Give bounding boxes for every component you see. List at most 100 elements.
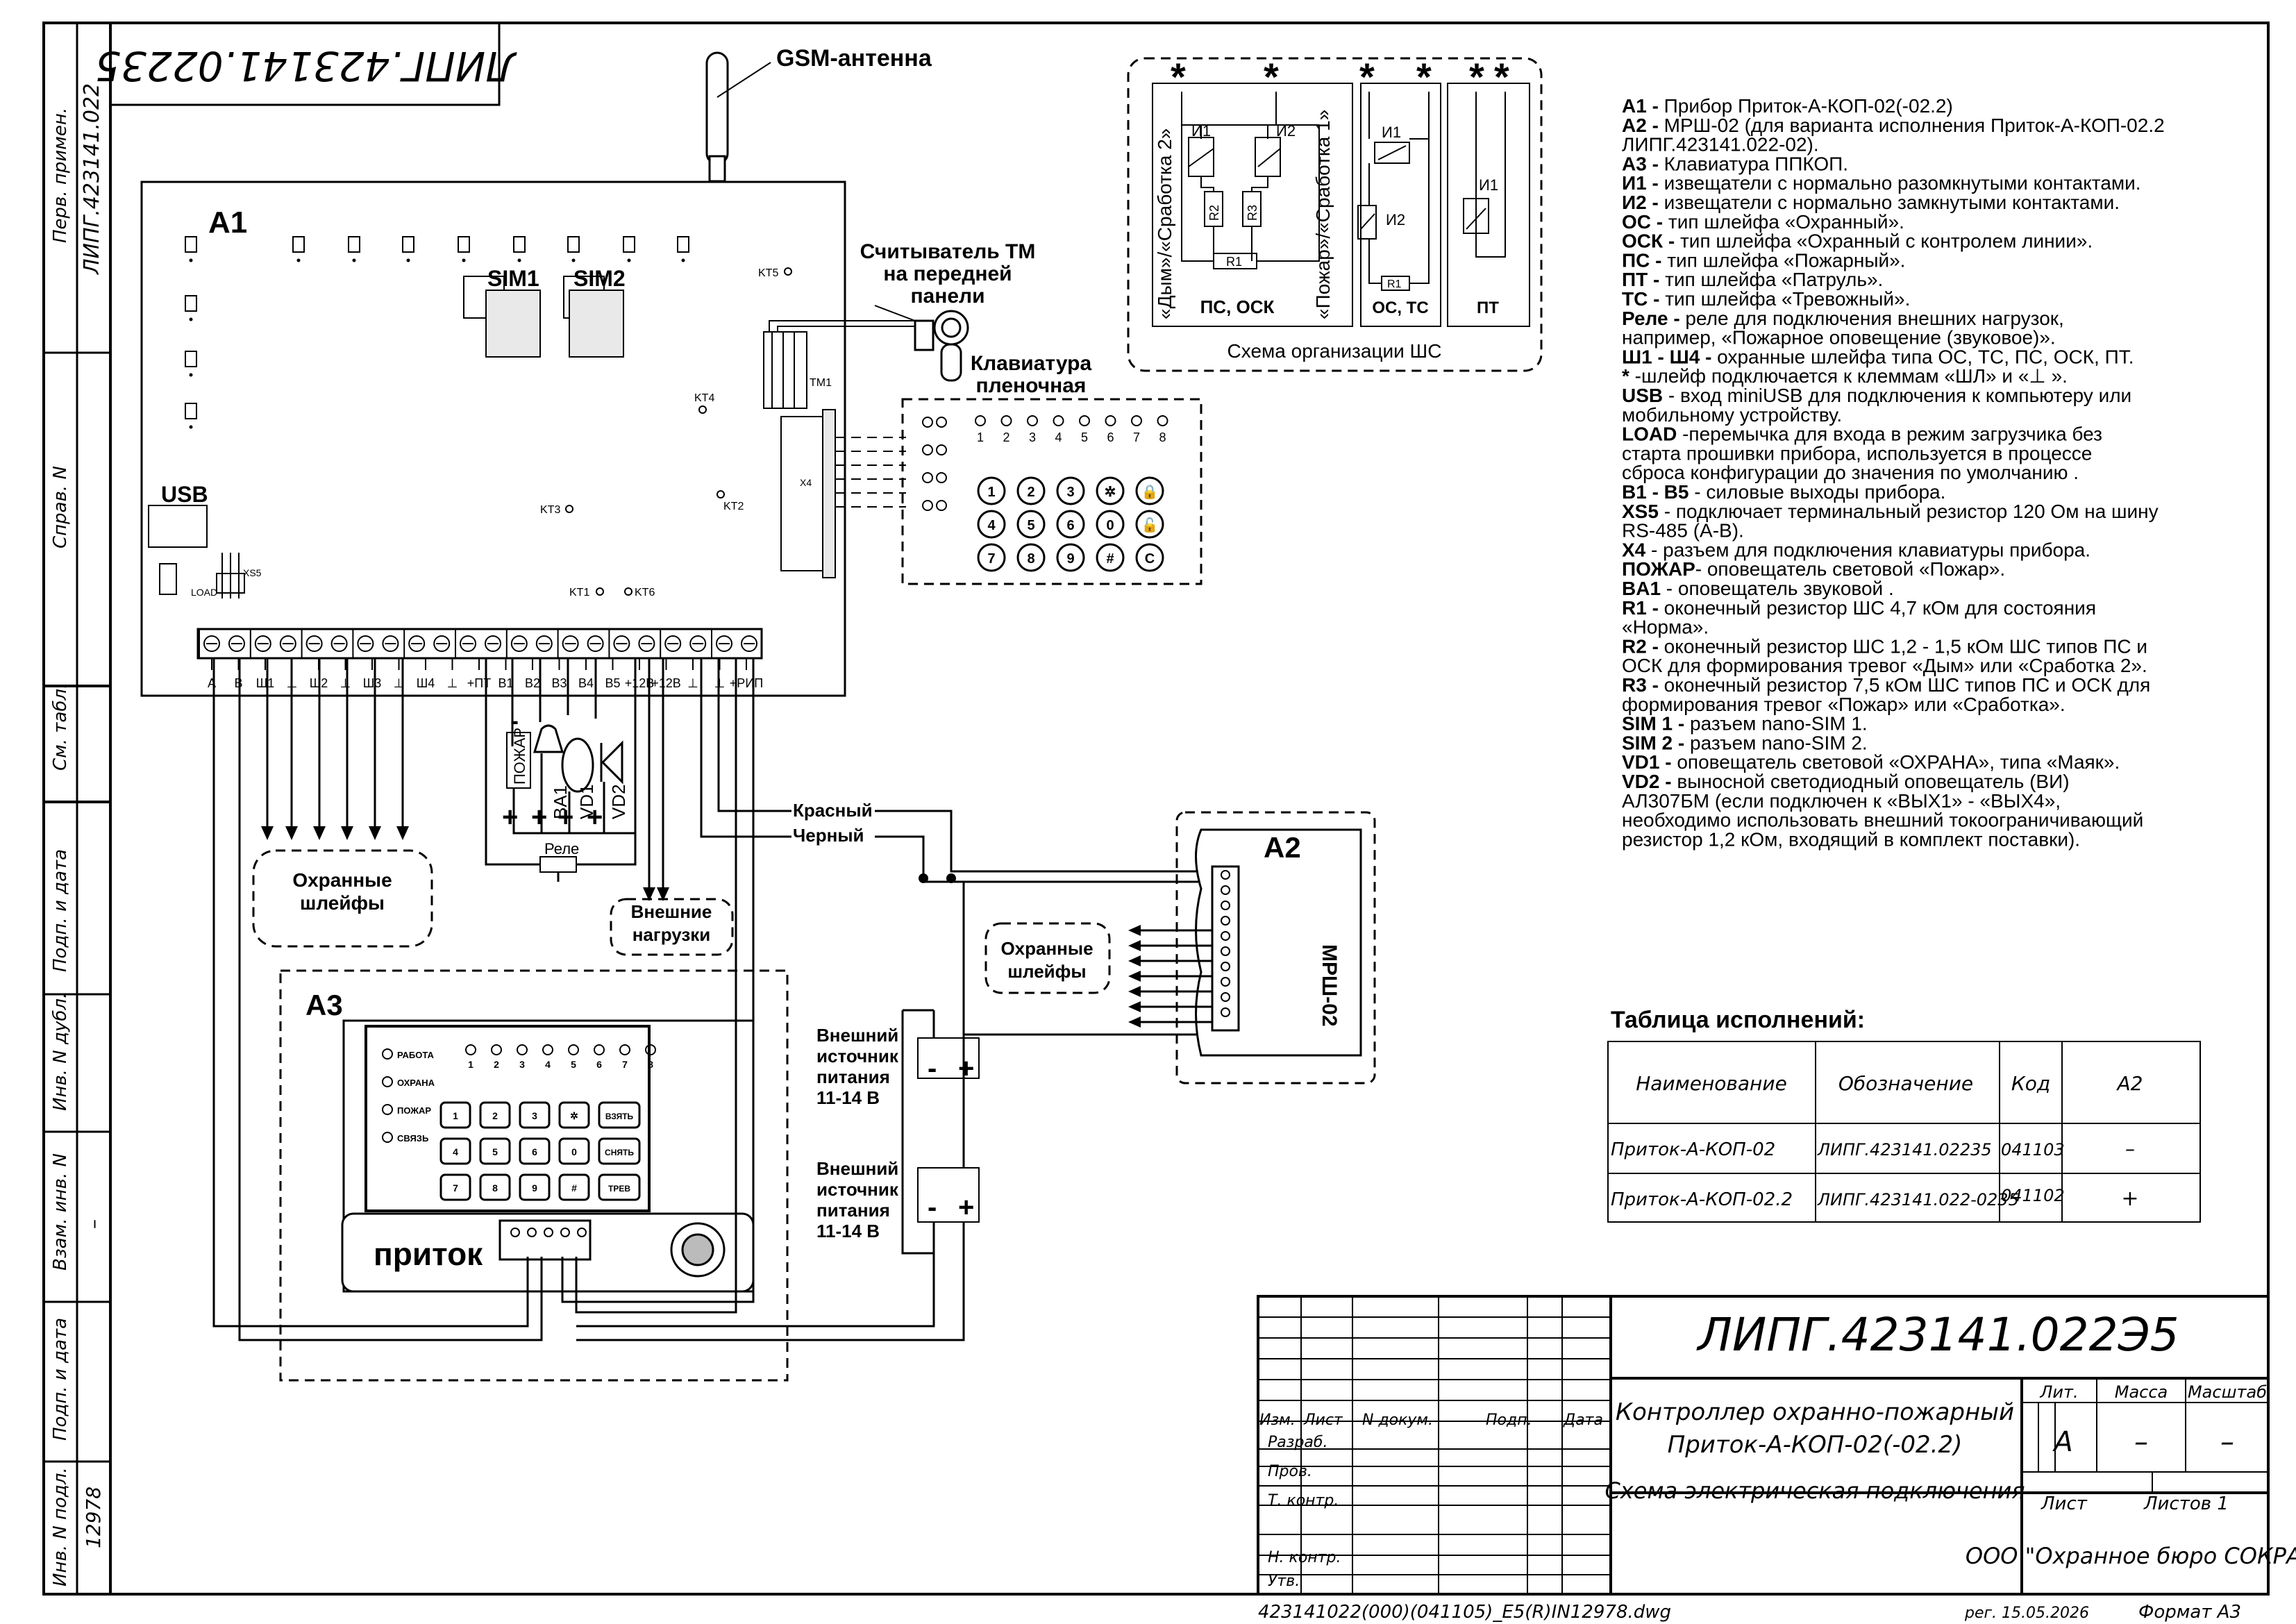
film-key-10 [1135, 510, 1164, 539]
a3-terminal-5 [577, 1228, 587, 1237]
drawing-frame [42, 22, 2270, 1596]
a1-label: A1 [208, 206, 247, 240]
svg-text:источник: источник [816, 1179, 899, 1200]
film-key-label-11: 7 [987, 551, 995, 567]
a3-zone-led-3 [517, 1044, 528, 1055]
a3-key-label-14: # [571, 1182, 577, 1194]
xs5-label: XS5 [243, 567, 262, 578]
title-lit-value: А [2052, 1426, 2072, 1458]
kt5-label: KT5 [758, 267, 778, 279]
loop-arrowhead-5 [369, 826, 381, 840]
legend-value-12: реле для подключения внешних нагрузок, [1680, 308, 2064, 329]
title-mass-value: – [2134, 1426, 2148, 1458]
title-sheet-label: Лист [2041, 1493, 2088, 1514]
legend-key-29: R2 - [1622, 635, 1659, 657]
legend-value-4: Клавиатура ППКОП. [1659, 153, 1848, 174]
legend-value-9: тип шлейфа «Пожарный». [1661, 249, 1905, 271]
legend-key-22: XS5 [1622, 501, 1659, 522]
film-key-label-2: 2 [1027, 485, 1034, 500]
legend-value-8: тип шлейфа «Охранный с контролем линии». [1675, 231, 2093, 252]
a3-key-label-5: ВЗЯТЬ [605, 1112, 634, 1121]
loops-left-box [252, 849, 433, 948]
legend-key-10: ПТ - [1622, 269, 1659, 290]
legend-line-29: R2 - оконечный резистор ШС 1,2 - 1,5 кОм… [1622, 635, 2147, 657]
legend-key-31: R3 - [1622, 674, 1659, 696]
plus-ba1: + [531, 802, 547, 832]
vd1-label: VD1 [576, 784, 597, 819]
terminal-label-9: Ш4 [417, 676, 435, 690]
film-key-4 [1096, 476, 1125, 505]
status-led-dot-5 [462, 258, 466, 262]
title-lit-head: Лит. [2039, 1382, 2078, 1402]
load-jumper [159, 563, 177, 595]
legend-key-35: VD1 - [1622, 751, 1672, 773]
tm1-connector: TM1 [763, 331, 832, 409]
xs5-jumper [216, 553, 245, 598]
status-led-11 [185, 351, 197, 367]
status-led-8 [623, 236, 635, 253]
terminal-label-7: Ш3 [363, 676, 382, 690]
x4-connector: X4 [780, 409, 836, 578]
loop-vert-left: «Дым»/«Сработка 2» [1154, 128, 1175, 319]
film-keypad-zone-num-6: 6 [1107, 430, 1114, 444]
legend-value-2: МРШ-02 (для варианта исполнения Приток-А… [1659, 115, 2165, 136]
side-field-designation: ЛИПГ.423141.022 [80, 83, 104, 275]
a2-loop-arrowhead-3 [1128, 955, 1141, 966]
legend-key-5: И1 - [1622, 172, 1659, 194]
status-led-dot-9 [681, 258, 685, 262]
a2-terminal-8 [1221, 977, 1230, 987]
legend-line-5: И1 - извещатели с нормально разомкнутыми… [1622, 172, 2141, 194]
a3-zone-num-5: 5 [571, 1059, 576, 1070]
ps-r1-label: R1 [1226, 255, 1242, 269]
a3-zone-num-4: 4 [545, 1059, 551, 1070]
psu1-box [917, 1037, 980, 1079]
film-key-6 [977, 510, 1006, 539]
status-led-6 [513, 236, 526, 253]
kt3-label: KT3 [540, 504, 560, 516]
a3-zone-led-7 [619, 1044, 630, 1055]
variant1-a2: – [2125, 1137, 2135, 1160]
led-vd2-icon [601, 740, 623, 785]
terminal-label-11: +ПТ [467, 676, 491, 690]
legend-key-4: A3 - [1622, 153, 1659, 174]
variants-head-a2: A2 [2116, 1072, 2143, 1095]
a3-key-1 [439, 1101, 471, 1129]
kt4-label: KT4 [694, 392, 714, 404]
a3-key-6 [439, 1137, 471, 1165]
film-key-label-12: 8 [1027, 551, 1034, 567]
terminal-label-8: ⊥ [394, 676, 405, 690]
loops-right-line1: Охранные [1000, 938, 1093, 959]
title-designation: ЛИПГ.423141.022Э5 [1696, 1308, 2179, 1362]
legend-value-24: - разъем для подключения клавиатуры приб… [1645, 539, 2090, 560]
a2-terminal-5 [1221, 931, 1230, 941]
film-key-label-3: 3 [1066, 485, 1074, 500]
film-keypad-zone-num-1: 1 [977, 430, 984, 444]
footer-file: 423141022(000)(041105)_E5(R)IN12978.dwg [1258, 1602, 1671, 1623]
legend-value-10: тип шлейфа «Патруль». [1659, 269, 1883, 290]
a3-key-label-4: ✲ [570, 1110, 578, 1121]
legend-value-33: разъем nano-SIM 1. [1684, 713, 1867, 735]
side-field-inv-dubl: Инв. N дубл. [50, 993, 71, 1111]
a2-terminal-2 [1221, 885, 1230, 895]
svg-text:Внешний: Внешний [816, 1158, 898, 1179]
terminal-label-3: Ш1 [256, 676, 275, 690]
film-key-9 [1096, 510, 1125, 539]
status-led-7 [567, 236, 580, 253]
a3-key-10 [598, 1137, 641, 1165]
keypad-title-line2: пленочная [976, 374, 1087, 397]
legend-line-34: SIM 2 - разъем nano-SIM 2. [1622, 732, 1868, 753]
power-icon [936, 417, 947, 428]
legend-value-27: оконечный резистор ШС 4,7 кОм для состоя… [1659, 597, 2096, 619]
title-scale-head: Масштаб [2188, 1382, 2267, 1402]
top-stamp-designation: ЛИПГ.423141.02235 [95, 42, 517, 90]
tb-col-head-4: Подп. [1486, 1412, 1532, 1429]
footer-format: Формат А3 [2138, 1602, 2241, 1623]
film-key-1 [977, 476, 1006, 505]
film-keypad-zone-num-4: 4 [1055, 430, 1062, 444]
os-r1-label: R1 [1387, 278, 1402, 290]
plus-vd1: + [558, 802, 573, 832]
legend-line-11: ТС - тип шлейфа «Тревожный». [1622, 288, 1910, 310]
star-6: * [1494, 55, 1509, 99]
legend-line-28: «Норма». [1622, 617, 1709, 638]
